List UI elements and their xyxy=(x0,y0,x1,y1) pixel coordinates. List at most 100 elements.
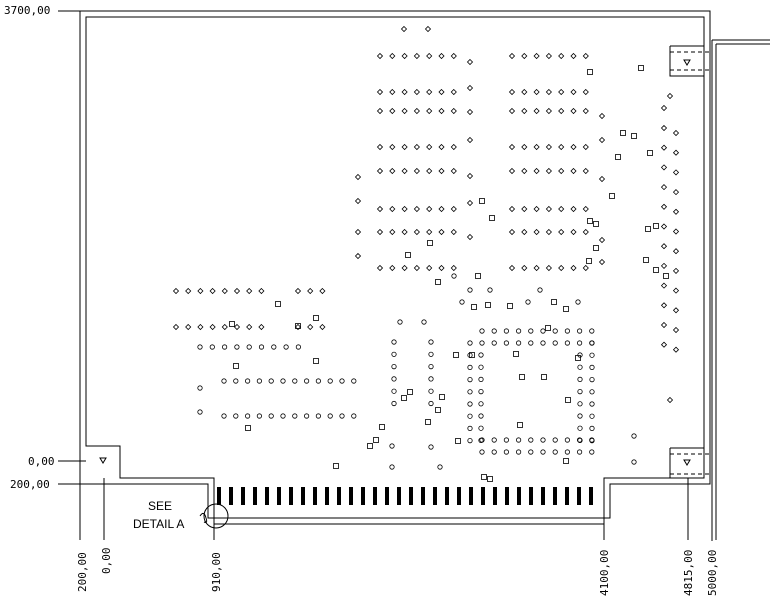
square-pad xyxy=(551,299,557,305)
pad xyxy=(660,184,668,191)
via xyxy=(478,352,484,358)
pad xyxy=(660,321,668,329)
pad xyxy=(521,228,528,236)
via xyxy=(528,340,534,346)
square-pad xyxy=(645,226,651,232)
pad xyxy=(582,88,589,96)
via xyxy=(295,344,301,350)
pad xyxy=(413,143,420,151)
via xyxy=(552,328,558,334)
via xyxy=(271,344,277,350)
connector-finger xyxy=(589,487,593,505)
pad xyxy=(438,52,445,60)
via xyxy=(564,437,571,443)
square-pad xyxy=(643,257,649,263)
pad xyxy=(466,233,474,241)
via xyxy=(234,344,240,350)
connector-finger xyxy=(457,487,461,505)
pad xyxy=(533,88,540,96)
connector-finger xyxy=(301,487,305,505)
via xyxy=(576,340,583,346)
via xyxy=(503,449,509,455)
connector-finger xyxy=(349,487,353,505)
square-pad xyxy=(475,273,481,279)
via xyxy=(467,340,473,346)
pad xyxy=(660,262,668,269)
pad xyxy=(545,52,552,60)
pad xyxy=(666,92,674,100)
via xyxy=(540,449,546,455)
pad xyxy=(319,323,326,331)
pad xyxy=(466,108,474,116)
via xyxy=(391,363,397,370)
square-pad xyxy=(379,424,385,430)
via xyxy=(391,400,397,407)
pad xyxy=(570,264,577,272)
pad xyxy=(401,143,408,151)
pad xyxy=(438,228,445,236)
bottom-dim-label: 200,00 xyxy=(76,552,89,592)
pad xyxy=(307,323,314,331)
via xyxy=(246,344,252,350)
via xyxy=(537,287,543,293)
via xyxy=(467,287,473,293)
pad xyxy=(666,396,674,404)
pad xyxy=(221,287,228,295)
pad xyxy=(582,107,589,115)
pad xyxy=(582,167,589,175)
connector-finger xyxy=(385,487,389,505)
pad xyxy=(508,143,516,151)
square-pad xyxy=(453,352,459,358)
square-pad xyxy=(469,352,475,358)
via xyxy=(478,364,484,370)
pad xyxy=(533,205,540,213)
square-pad xyxy=(487,476,493,482)
square-pad xyxy=(638,65,644,71)
pad xyxy=(450,228,457,236)
pad xyxy=(376,205,384,213)
pad xyxy=(672,326,680,334)
pad xyxy=(545,107,552,115)
pad xyxy=(508,205,516,213)
connector-finger xyxy=(493,487,497,505)
pad xyxy=(660,243,668,250)
via xyxy=(577,364,583,370)
detail-a-circle xyxy=(203,503,229,529)
via xyxy=(467,425,473,431)
square-pad xyxy=(295,323,301,329)
via xyxy=(437,464,443,470)
pad xyxy=(558,205,565,213)
square-pad xyxy=(407,389,413,395)
via xyxy=(631,459,637,465)
connector-finger xyxy=(529,487,533,505)
board-outline-outer xyxy=(79,10,711,519)
via xyxy=(589,449,595,455)
connector-finger xyxy=(373,487,377,505)
pad xyxy=(672,307,680,314)
via xyxy=(525,299,531,305)
pad xyxy=(413,205,420,213)
connector-finger xyxy=(325,487,329,505)
pad xyxy=(450,107,457,115)
connector-finger xyxy=(313,487,317,505)
corner-tab-top xyxy=(669,45,704,77)
pad xyxy=(354,173,362,181)
pad xyxy=(233,323,241,331)
connector-finger xyxy=(409,487,413,505)
pad xyxy=(570,167,577,175)
via xyxy=(421,319,427,325)
pad xyxy=(376,167,384,175)
via xyxy=(209,344,215,350)
via xyxy=(315,413,321,419)
pad xyxy=(450,88,457,96)
via xyxy=(256,378,262,384)
pad xyxy=(521,143,528,151)
square-pad xyxy=(586,258,592,264)
via xyxy=(491,449,497,455)
pad xyxy=(582,52,589,60)
pad xyxy=(582,143,589,151)
pad xyxy=(598,112,606,120)
pad xyxy=(389,143,396,151)
connector-finger xyxy=(541,487,545,505)
pad xyxy=(570,88,577,96)
